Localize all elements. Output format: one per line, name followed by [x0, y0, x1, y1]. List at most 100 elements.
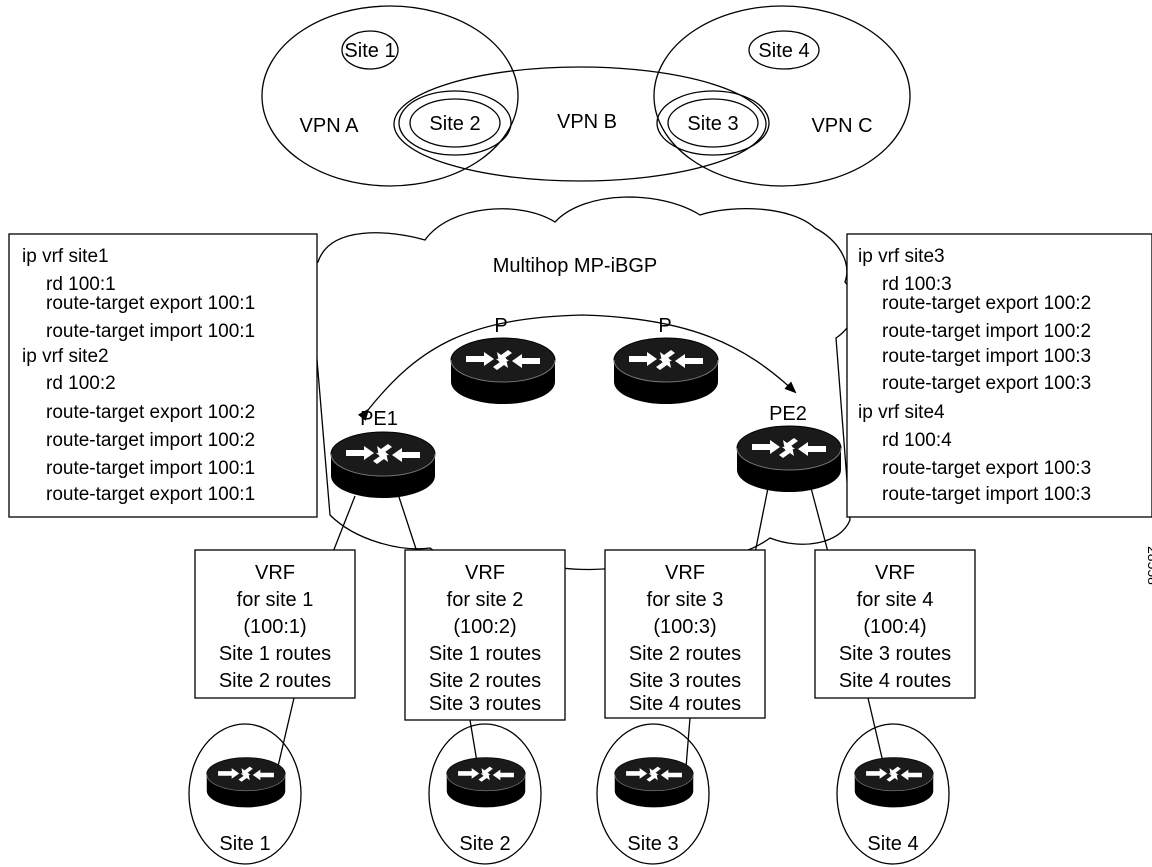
vrf-line: Site 4 routes [629, 693, 741, 715]
config-right-line: route-target export 100:2 [882, 293, 1091, 314]
vrf-line: VRF [665, 562, 705, 584]
config-right-line: route-target export 100:3 [882, 373, 1091, 394]
vrf-box-site3: VRF for site 3 (100:3) Site 2 routes Sit… [604, 549, 766, 719]
vrf-line: (100:3) [653, 616, 716, 638]
site4-ellipse [748, 30, 820, 70]
ce-site-2-ellipse [428, 723, 542, 865]
config-left-line: ip vrf site1 [22, 246, 109, 267]
vrf-line: VRF [465, 562, 505, 584]
vrf-line: Site 3 routes [839, 643, 951, 665]
ce-site-3-label: Site 3 [627, 833, 678, 855]
pe2-router-icon [736, 425, 842, 493]
vpn-c-ellipse [653, 5, 911, 187]
pe1-router-icon [330, 431, 436, 499]
ce-router-1-icon [206, 757, 286, 808]
ce-router-3-icon [614, 757, 694, 808]
config-right-line: route-target import 100:3 [882, 484, 1091, 505]
config-right-box [846, 233, 1152, 518]
site2-inner-ellipse [409, 98, 501, 148]
vrf-line: Site 3 routes [429, 693, 541, 715]
site3-outer-ellipse [656, 90, 770, 156]
backbone-cloud [304, 196, 856, 571]
ce-site-1: Site 1 [188, 723, 302, 865]
p-router-right-label: P [658, 315, 671, 337]
vrf-line: Site 4 routes [839, 670, 951, 692]
vpn-a-label: VPN A [300, 115, 360, 137]
pe1-label: PE1 [360, 408, 398, 430]
config-right-line: ip vrf site3 [858, 246, 945, 267]
ce-site-2-label: Site 2 [459, 833, 510, 855]
vpn-a-ellipse [261, 5, 519, 187]
ce-site-1-label: Site 1 [219, 833, 270, 855]
ce-site-1-ellipse [188, 723, 302, 865]
pe2-vrf4-link [810, 487, 829, 553]
ce-site-4: Site 4 [836, 723, 950, 865]
vrf-line: for site 3 [647, 589, 724, 611]
figure-id: 28558 [1145, 546, 1152, 585]
vrf-box-site1-frame [194, 549, 356, 699]
vrf-box-site1: VRF for site 1 (100:1) Site 1 routes Sit… [194, 549, 356, 699]
pe1-vrf1-link [332, 495, 356, 553]
pe1-vrf2-link [397, 493, 419, 556]
vrf-line: (100:2) [453, 616, 516, 638]
ce-site-4-ellipse [836, 723, 950, 865]
config-right-line: route-target import 100:2 [882, 321, 1091, 342]
config-left-line: ip vrf site2 [22, 346, 109, 367]
site3-inner-ellipse [667, 98, 759, 148]
site1-label: Site 1 [344, 40, 395, 62]
config-right-line: rd 100:3 [882, 274, 952, 295]
ce-router-4-icon [854, 757, 934, 808]
config-right-line: route-target import 100:3 [882, 346, 1091, 367]
config-left-box [8, 233, 318, 518]
vrf-line: Site 3 routes [629, 670, 741, 692]
config-left-line: route-target import 100:1 [46, 321, 255, 342]
config-left-line: route-target export 100:1 [46, 293, 255, 314]
p-router-left-label: P [494, 315, 507, 337]
config-left-line: route-target import 100:1 [46, 458, 255, 479]
config-left-line: rd 100:2 [46, 373, 116, 394]
ce-site-2: Site 2 [428, 723, 542, 865]
ce-site-3: Site 3 [596, 723, 710, 865]
vrf-box-site2: VRF for site 2 (100:2) Site 1 routes Sit… [404, 549, 566, 721]
vrf-line: Site 2 routes [629, 643, 741, 665]
vrf-line: Site 2 routes [219, 670, 331, 692]
vrf-line: VRF [255, 562, 295, 584]
pe2-label: PE2 [769, 403, 807, 425]
backbone-label: Multihop MP-iBGP [493, 255, 658, 277]
config-left-line: route-target export 100:1 [46, 484, 255, 505]
vrf-line: for site 2 [447, 589, 524, 611]
config-right-line: rd 100:4 [882, 430, 952, 451]
mp-ibgp-arc [357, 314, 797, 421]
vrf-line: Site 2 routes [429, 670, 541, 692]
site3-label: Site 3 [687, 113, 738, 135]
config-left-line: rd 100:1 [46, 274, 116, 295]
vrf-line: VRF [875, 562, 915, 584]
vrf-line: for site 1 [237, 589, 314, 611]
site1-ellipse [341, 30, 399, 70]
links [271, 487, 891, 793]
vrf-line: for site 4 [857, 589, 934, 611]
config-right-line: ip vrf site4 [858, 402, 945, 423]
vrf-box-site3-frame [604, 549, 766, 719]
vpn-c-label: VPN C [811, 115, 872, 137]
vrf-line: Site 1 routes [429, 643, 541, 665]
site2-label: Site 2 [429, 113, 480, 135]
config-right-text: ip vrf site3 rd 100:3 route-target expor… [858, 246, 1091, 505]
vpn-b-ellipse [393, 66, 767, 182]
ce-site-3-ellipse [596, 723, 710, 865]
config-left-line: route-target import 100:2 [46, 430, 255, 451]
vrf-box-site4: VRF for site 4 (100:4) Site 3 routes Sit… [814, 549, 976, 699]
p-router-left-icon [450, 337, 556, 405]
vpn-b-label: VPN B [557, 111, 617, 133]
vrf-line: (100:4) [863, 616, 926, 638]
ce-site-4-label: Site 4 [867, 833, 918, 855]
site2-outer-ellipse [398, 90, 512, 156]
ce-router-2-icon [446, 757, 526, 808]
p-router-right-icon [613, 337, 719, 405]
vrf-line: Site 1 routes [219, 643, 331, 665]
config-left-line: route-target export 100:2 [46, 402, 255, 423]
config-left-text: ip vrf site1 rd 100:1 route-target expor… [22, 246, 255, 505]
site4-label: Site 4 [758, 40, 809, 62]
vrf-box-site4-frame [814, 549, 976, 699]
config-right-line: route-target export 100:3 [882, 458, 1091, 479]
